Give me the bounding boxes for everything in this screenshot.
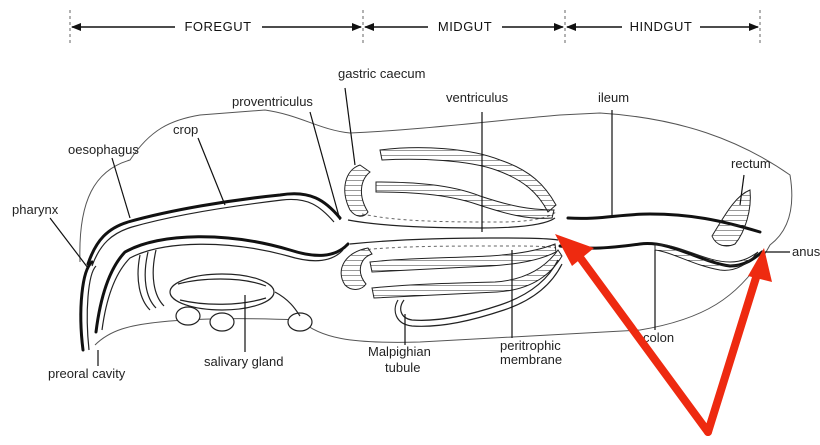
label-peritrophic-membrane-1: peritrophic [500, 338, 561, 353]
label-rectum: rectum [731, 156, 771, 171]
region-bar: FOREGUT MIDGUT HINDGUT [70, 10, 760, 45]
labels: gastric caecum proventriculus ventriculu… [12, 66, 820, 381]
red-arrow-shaft-left [576, 252, 708, 432]
midgut-structures [138, 148, 562, 331]
label-peritrophic-membrane-2: membrane [500, 352, 562, 367]
midgut-label: MIDGUT [438, 19, 492, 34]
label-malpighian-tubule-2: tubule [385, 360, 420, 375]
label-preoral-cavity: preoral cavity [48, 366, 126, 381]
label-salivary-gland: salivary gland [204, 354, 284, 369]
label-ventriculus: ventriculus [446, 90, 509, 105]
label-gastric-caecum: gastric caecum [338, 66, 425, 81]
label-colon: colon [643, 330, 674, 345]
label-proventriculus: proventriculus [232, 94, 313, 109]
label-ileum: ileum [598, 90, 629, 105]
label-anus: anus [792, 244, 820, 259]
label-crop: crop [173, 122, 198, 137]
label-malpighian-tubule-1: Malpighian [368, 344, 431, 359]
label-oesophagus: oesophagus [68, 142, 139, 157]
foregut-label: FOREGUT [184, 19, 251, 34]
red-arrowhead-left [555, 234, 594, 266]
hindgut-label: HINDGUT [630, 19, 693, 34]
label-pharynx: pharynx [12, 202, 59, 217]
red-arrow-shaft-right [708, 268, 759, 432]
